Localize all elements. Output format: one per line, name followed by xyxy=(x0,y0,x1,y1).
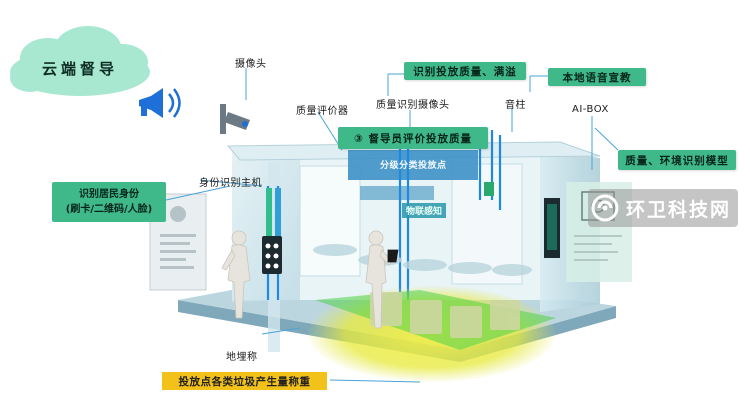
resident-id-line1: 识别居民身份 xyxy=(52,187,166,202)
watermark: 环卫科技网 xyxy=(588,189,738,227)
local-voice-box: 本地语音宣教 xyxy=(548,68,646,86)
camera-label: 摄像头 xyxy=(235,55,267,70)
env-model-box: 质量、环境识别模型 xyxy=(618,150,736,170)
resident-id-box: 识别居民身份 (刷卡/二维码/人脸) xyxy=(52,182,166,222)
security-camera-icon xyxy=(220,104,250,134)
recognize-quality-box: 识别投放质量、满溢 xyxy=(404,62,526,80)
aibox-device xyxy=(544,198,560,258)
cloud-label: 云端督导 xyxy=(30,58,130,79)
quality-evaluator-label: 质量评价器 xyxy=(296,102,349,117)
bin-sign-text: 分级分类投放点 xyxy=(380,158,447,171)
watermark-text: 环卫科技网 xyxy=(626,195,731,222)
id-host-device xyxy=(262,236,282,274)
quality-camera-label: 质量识别摄像头 xyxy=(376,96,450,111)
watermark-logo-icon xyxy=(588,191,622,225)
resident-id-line2: (刷卡/二维码/人脸) xyxy=(52,202,166,217)
supervisor-eval-box: ③ 督导员评价投放质量 xyxy=(338,127,488,149)
megaphone-icon xyxy=(139,88,180,118)
iot-label: 物联感知 xyxy=(402,203,446,218)
aibox-label: AI-BOX xyxy=(572,104,609,115)
weigh-box: 投放点各类垃圾产生量称重 xyxy=(162,372,327,390)
id-host-label: 身份识别主机 xyxy=(199,174,262,189)
pillar-label: 音柱 xyxy=(505,96,526,111)
scale-label: 地埋称 xyxy=(226,348,258,363)
